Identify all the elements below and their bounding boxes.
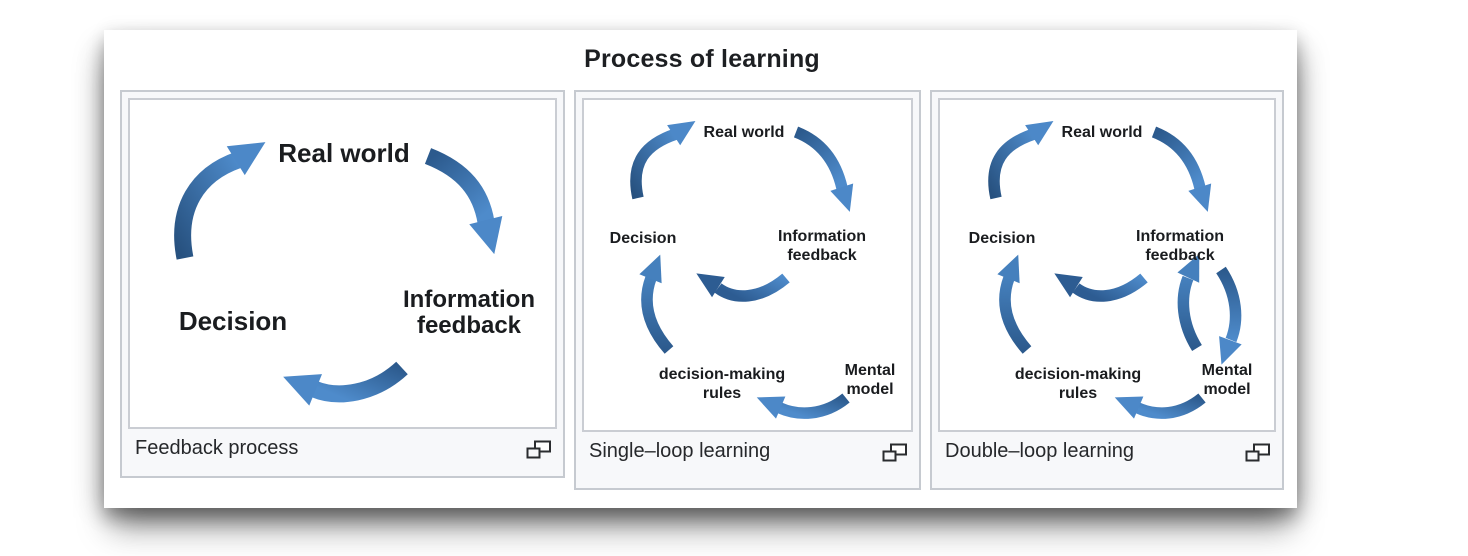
label-mental: Mental: [845, 362, 896, 379]
label-model: model: [846, 381, 893, 398]
gallery-expand-icon[interactable]: [526, 440, 552, 460]
arrow-feedback-to-mental: [1216, 266, 1242, 365]
label-feedback: feedback: [787, 247, 856, 264]
label-real-world: Real world: [1062, 124, 1143, 141]
gallery-expand-icon[interactable]: [882, 443, 908, 463]
label-feedback: feedback: [417, 312, 522, 339]
label-decision-making: decision-making: [1015, 366, 1141, 383]
arrow-decision-to-real-world: [174, 142, 266, 260]
label-decision: Decision: [969, 230, 1036, 247]
arrow-real-world-to-feedback: [424, 148, 503, 255]
learning-gallery: Real world Information feedback Decision…: [120, 90, 1284, 490]
label-rules: rules: [1059, 385, 1097, 402]
arrow-decision-to-real-world: [630, 121, 696, 200]
label-information: Information: [1136, 228, 1224, 245]
caption-text: Double–loop learning: [945, 440, 1135, 462]
label-real-world: Real world: [704, 124, 785, 141]
arrow-mental-to-rules: [1114, 393, 1206, 419]
arrow-feedback-to-decision: [283, 361, 408, 406]
feedback-process-thumbnail[interactable]: Real world Information feedback Decision: [128, 98, 557, 429]
caption-bar: Double–loop learning: [938, 432, 1276, 482]
panel-double-loop-learning: Real world Decision Information feedback…: [930, 90, 1284, 490]
page-title: Process of learning: [584, 45, 820, 73]
gallery-expand-icon[interactable]: [1245, 443, 1271, 463]
label-real-world: Real world: [278, 138, 409, 168]
double-loop-thumbnail[interactable]: Real world Decision Information feedback…: [938, 98, 1276, 432]
label-information: Information: [403, 286, 535, 313]
arrow-rules-to-decision: [997, 254, 1032, 354]
arrow-mental-to-rules: [756, 393, 850, 419]
caption-bar: Feedback process: [128, 429, 557, 470]
label-feedback: feedback: [1145, 247, 1214, 264]
label-rules: rules: [703, 385, 741, 402]
single-loop-diagram: Real world Decision Information feedback…: [610, 121, 896, 419]
label-model: model: [1203, 381, 1250, 398]
arrow-real-world-to-feedback: [1151, 126, 1212, 212]
caption-bar: Single–loop learning: [582, 432, 913, 482]
arrow-decision-to-real-world: [988, 121, 1054, 200]
label-decision: Decision: [610, 230, 677, 247]
caption-text: Feedback process: [135, 437, 299, 459]
arrow-rules-to-decision: [639, 254, 674, 354]
caption-text: Single–loop learning: [589, 440, 771, 462]
feedback-process-diagram: Real world Information feedback Decision: [174, 138, 535, 406]
label-decision: Decision: [179, 306, 287, 336]
double-loop-diagram: Real world Decision Information feedback…: [969, 121, 1253, 419]
label-mental: Mental: [1202, 362, 1253, 379]
arrow-mental-to-feedback: [1177, 254, 1202, 352]
arrow-real-world-to-feedback: [793, 126, 854, 212]
label-information: Information: [778, 228, 866, 245]
panel-single-loop-learning: Real world Decision Information feedback…: [574, 90, 921, 490]
content-card: Process of learning: [104, 30, 1297, 508]
arrow-feedback-to-decision: [696, 273, 790, 302]
label-decision-making: decision-making: [659, 366, 785, 383]
arrow-feedback-to-decision: [1054, 273, 1148, 302]
single-loop-thumbnail[interactable]: Real world Decision Information feedback…: [582, 98, 913, 432]
panel-feedback-process: Real world Information feedback Decision…: [120, 90, 565, 478]
